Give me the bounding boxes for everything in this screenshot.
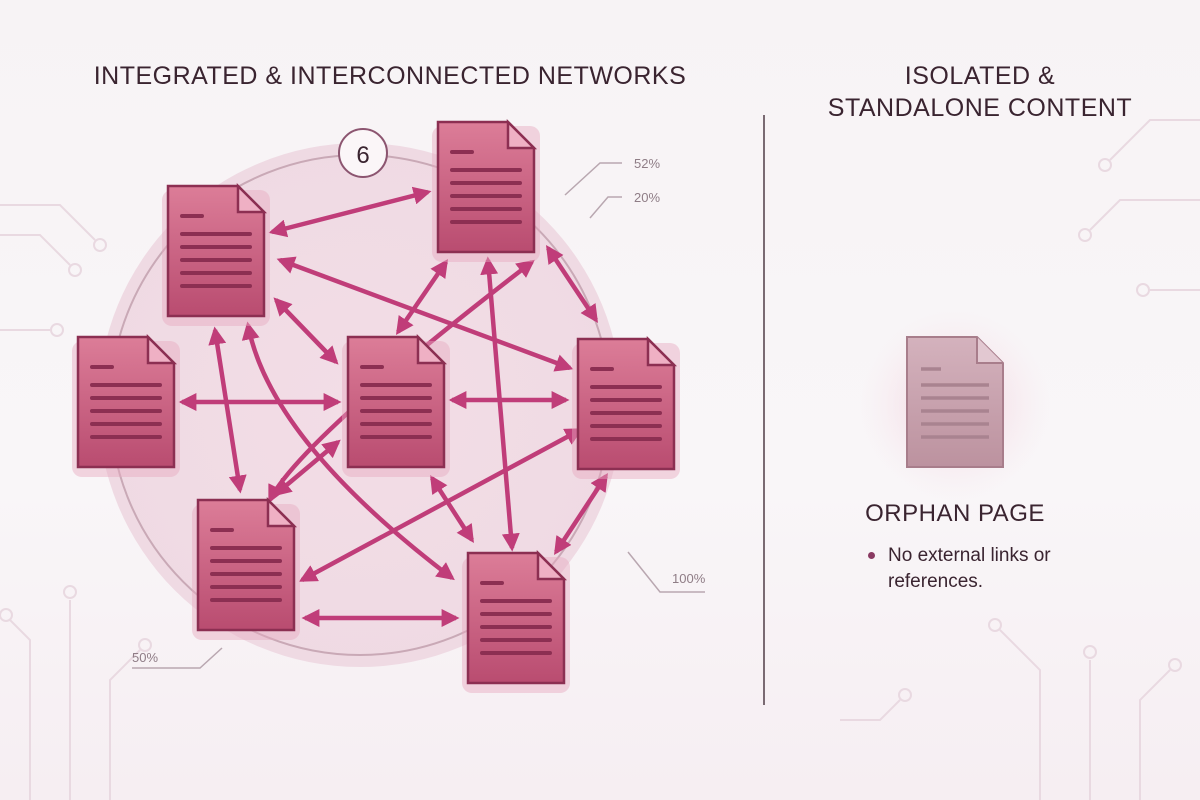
callout-label-20: 20% xyxy=(634,190,660,205)
callout-lines xyxy=(132,162,705,669)
orphan-page xyxy=(906,336,1004,468)
link-arrow xyxy=(546,245,598,323)
count-badge: 6 xyxy=(338,128,388,178)
network-pages xyxy=(72,118,680,693)
orphan-page-label: ORPHAN PAGE xyxy=(865,500,1045,527)
page-icon xyxy=(192,496,300,640)
bullet-icon xyxy=(868,552,875,559)
link-arrow xyxy=(268,186,432,238)
network-title: INTEGRATED & INTERCONNECTED NETWORKS xyxy=(93,62,687,90)
orphan-note-text: No external links or references. xyxy=(888,545,1051,592)
callout-label-52: 52% xyxy=(634,156,660,171)
page-icon xyxy=(342,333,450,477)
page-icon xyxy=(432,118,540,262)
isolated-title: ISOLATED & STANDALONE CONTENT xyxy=(800,60,1160,124)
section-divider xyxy=(763,115,765,705)
page-icon xyxy=(462,549,570,693)
link-arrow xyxy=(554,472,608,556)
count-badge-number: 6 xyxy=(356,142,369,169)
callout-label-100: 100% xyxy=(672,571,706,586)
page-icon xyxy=(162,182,270,326)
link-arrow xyxy=(298,428,584,582)
page-icon xyxy=(572,335,680,479)
isolated-title-line-1: ISOLATED & xyxy=(904,62,1056,90)
isolated-title-line-2: STANDALONE CONTENT xyxy=(827,94,1133,122)
callout-label-50: 50% xyxy=(132,650,158,665)
page-icon xyxy=(72,333,180,477)
orphan-note: No external links or references. xyxy=(868,543,1068,595)
